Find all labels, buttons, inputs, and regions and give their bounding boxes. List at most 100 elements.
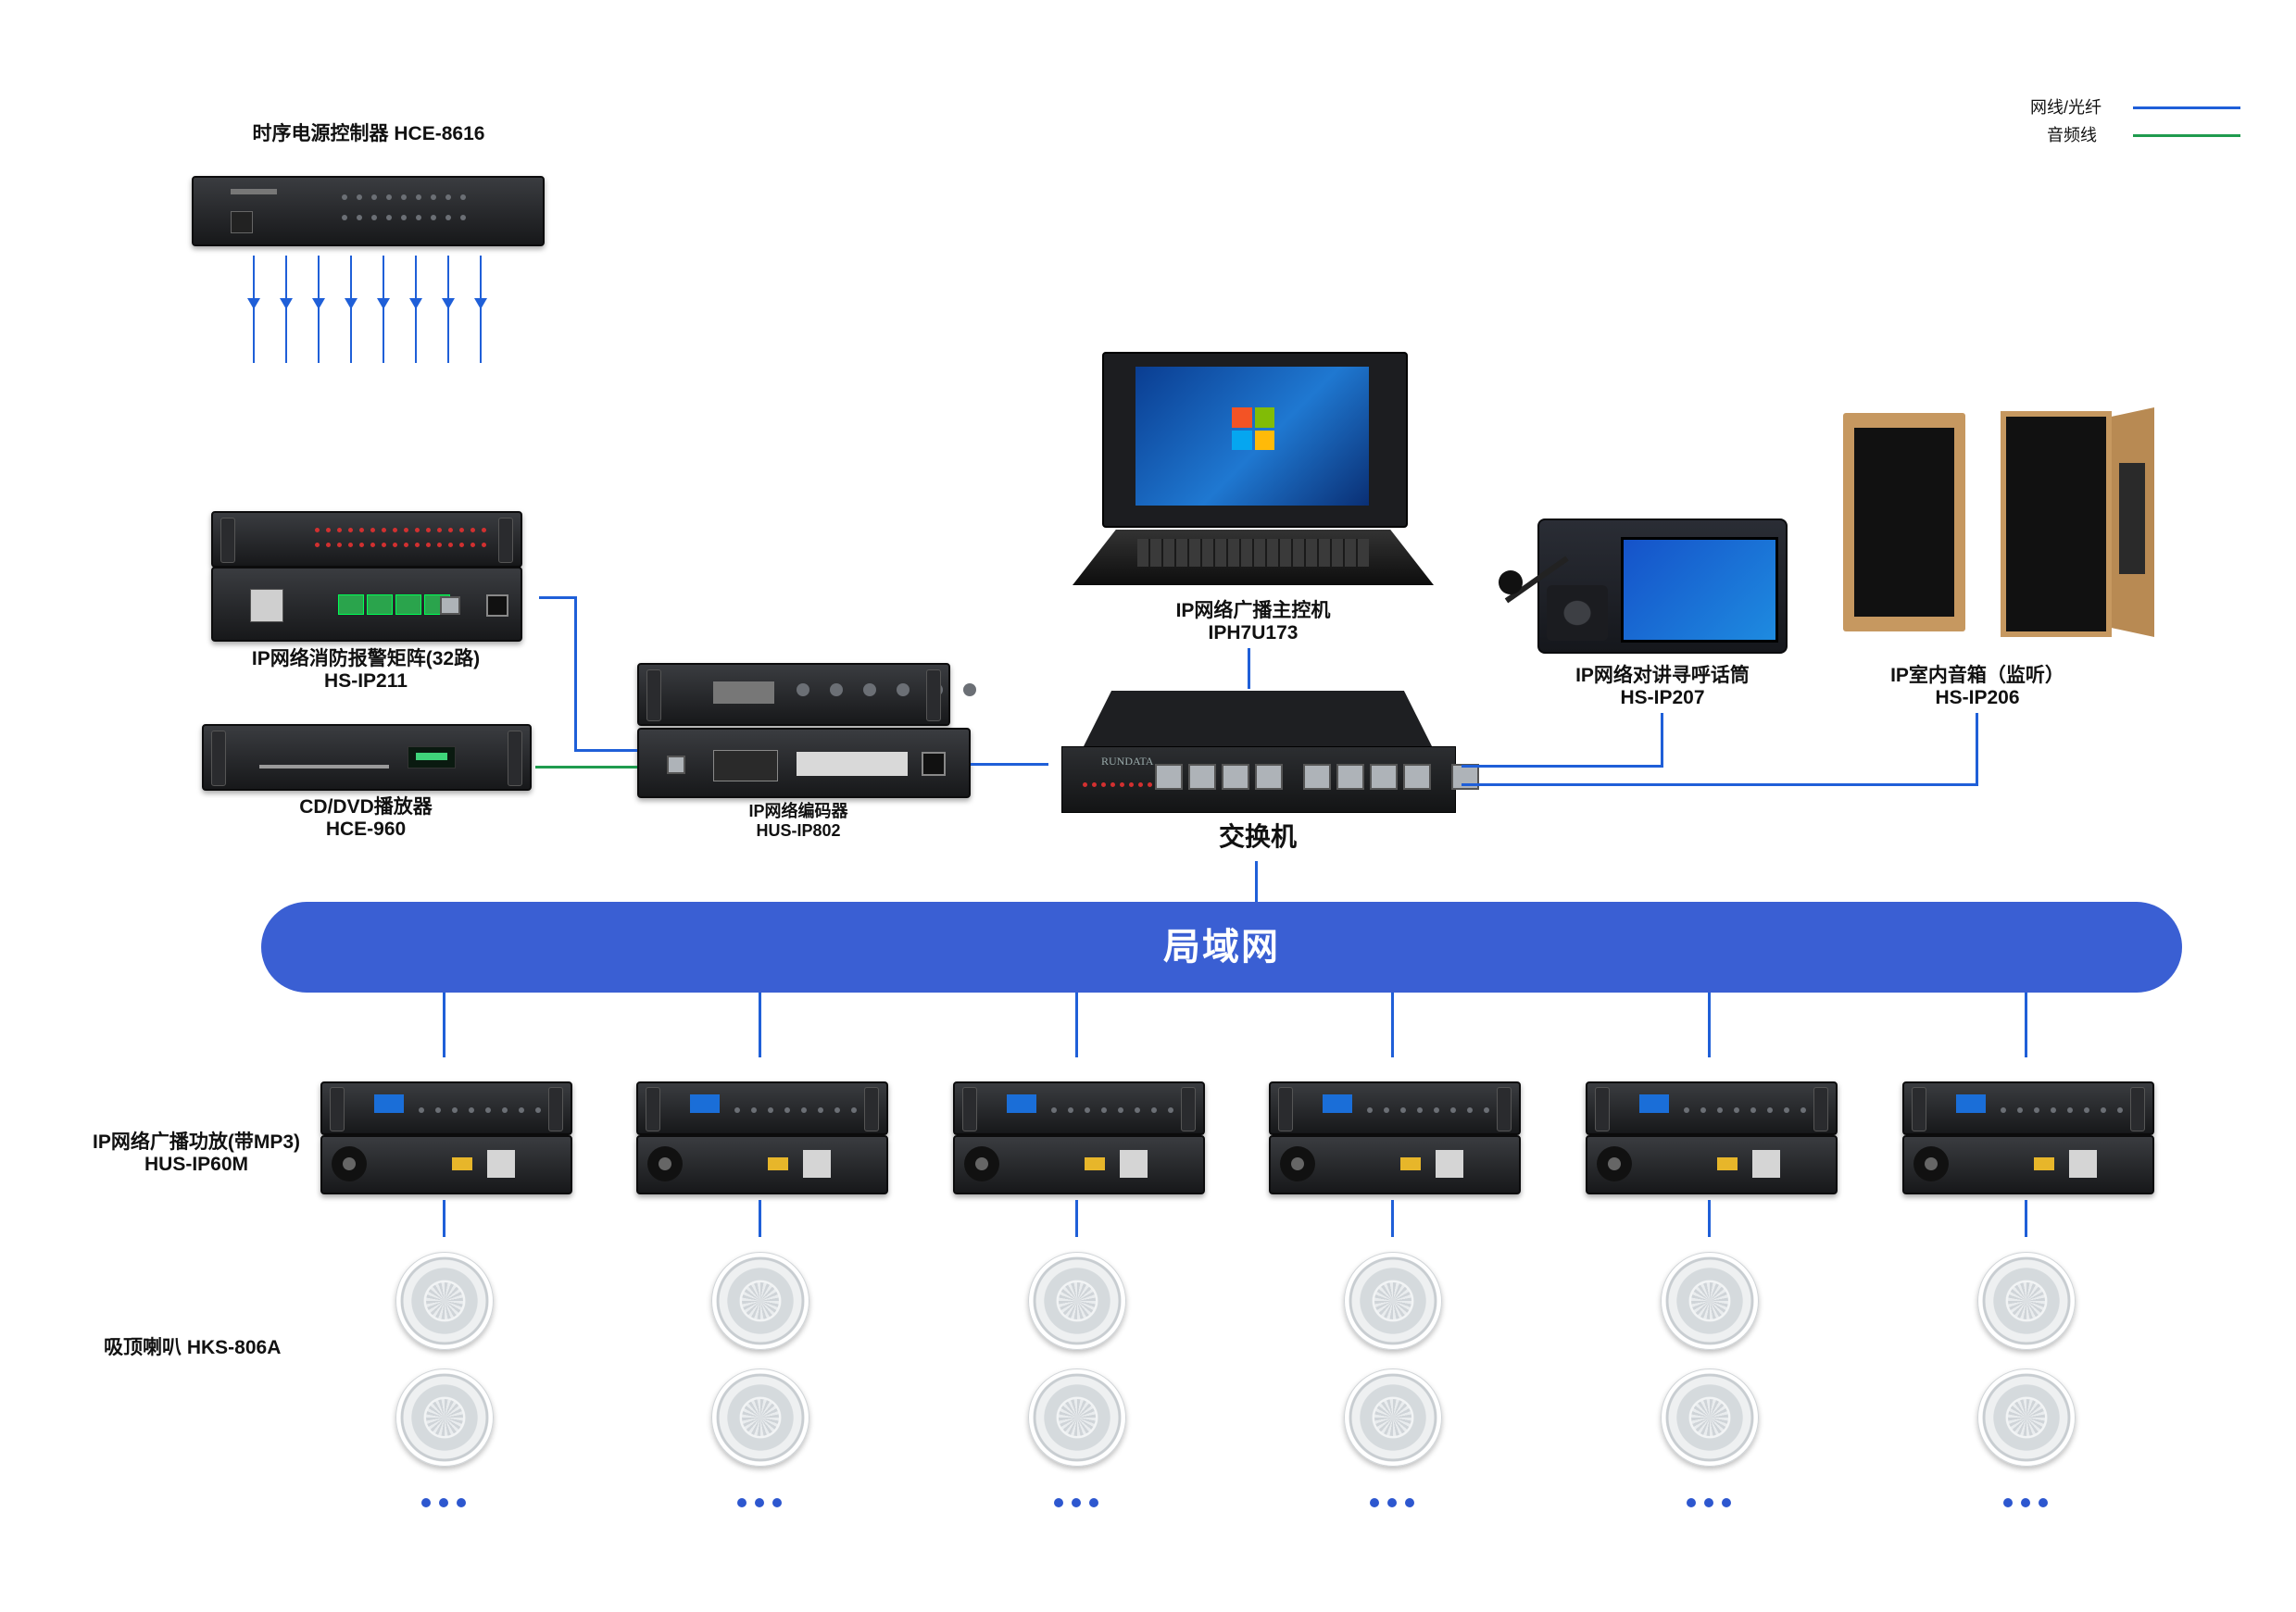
host-model: IPH7U173 xyxy=(1208,622,1299,644)
power-sequencer-label: 时序电源控制器 HCE-8616 xyxy=(252,123,485,144)
ceiling-speaker-2b xyxy=(711,1368,809,1467)
ethernet-port-icon xyxy=(1403,764,1431,790)
ellipsis-icon xyxy=(737,1498,782,1507)
ceiling-speaker-1a xyxy=(395,1252,494,1350)
indoor-speaker-right xyxy=(2001,407,2154,637)
down-arrow-icon xyxy=(377,256,390,363)
amplifier-name: IP网络广播功放(带MP3) xyxy=(92,1131,301,1153)
ceiling-speaker-6a xyxy=(1977,1252,2076,1350)
ellipsis-icon xyxy=(1687,1498,1731,1507)
down-arrow-icon xyxy=(409,256,422,363)
fire-matrix-model: HS-IP211 xyxy=(324,670,408,692)
wire-host-switch xyxy=(1248,648,1250,689)
wire-switch-lan xyxy=(1255,861,1258,902)
amplifier-rear-4 xyxy=(1269,1135,1521,1194)
ceiling-speaker-3b xyxy=(1028,1368,1126,1467)
fire-matrix-rear xyxy=(211,567,522,642)
encoder-model: HUS-IP802 xyxy=(756,821,841,840)
ethernet-port-icon xyxy=(1370,764,1398,790)
down-arrow-icon xyxy=(345,256,358,363)
wire-switch-intercom-h xyxy=(1462,765,1663,768)
wire-switch-speaker-h xyxy=(1462,783,1978,786)
ceiling-speaker-5a xyxy=(1661,1252,1759,1350)
amplifier-model: HUS-IP60M xyxy=(144,1154,249,1175)
ellipsis-icon xyxy=(2003,1498,2048,1507)
amplifier-front-2 xyxy=(636,1081,888,1135)
wire-lan-amp-2 xyxy=(759,993,761,1057)
wire-matrix-v xyxy=(574,596,577,752)
ethernet-port-icon xyxy=(1303,764,1331,790)
wire-encoder-switch xyxy=(971,763,1048,766)
wire-lan-amp-3 xyxy=(1075,993,1078,1057)
fire-matrix-front xyxy=(211,511,522,568)
ethernet-port-icon xyxy=(1336,764,1364,790)
amplifier-rear-2 xyxy=(636,1135,888,1194)
wire-switch-speaker-v xyxy=(1976,713,1978,786)
amplifier-rear-3 xyxy=(953,1135,1205,1194)
ethernet-port-icon xyxy=(1155,764,1183,790)
wire-lan-amp-5 xyxy=(1708,993,1711,1057)
switch-brand: RUNDATA xyxy=(1101,755,1154,768)
ceiling-speaker-4a xyxy=(1344,1252,1442,1350)
down-arrow-icon xyxy=(474,256,487,363)
wire-lan-amp-4 xyxy=(1391,993,1394,1057)
dvd-player-device xyxy=(202,724,532,791)
amplifier-rear-5 xyxy=(1586,1135,1838,1194)
ceiling-speaker-2a xyxy=(711,1252,809,1350)
windows-logo-icon xyxy=(1232,407,1274,450)
power-sequencer-device xyxy=(192,176,545,246)
fire-matrix-name: IP网络消防报警矩阵(32路) xyxy=(251,648,481,669)
wire-amp-speaker-3 xyxy=(1075,1200,1078,1237)
down-arrow-icon xyxy=(280,256,293,363)
wire-amp-speaker-6 xyxy=(2025,1200,2027,1237)
ceiling-speaker-1b xyxy=(395,1368,494,1467)
ceiling-speaker-5b xyxy=(1661,1368,1759,1467)
legend-label-audio: 音频线 xyxy=(2047,126,2097,144)
lan-bar: 局域网 xyxy=(261,902,2182,993)
wire-matrix-h2 xyxy=(574,749,637,752)
legend-label-network: 网线/光纤 xyxy=(2030,98,2102,117)
legend-line-audio xyxy=(2133,134,2240,137)
indoor-speaker-name: IP室内音箱（监听） xyxy=(1890,665,2064,686)
amplifier-front-4 xyxy=(1269,1081,1521,1135)
amplifier-front-6 xyxy=(1902,1081,2154,1135)
wire-amp-speaker-2 xyxy=(759,1200,761,1237)
host-name: IP网络广播主控机 xyxy=(1175,600,1331,621)
host-device xyxy=(1073,352,1434,594)
ellipsis-icon xyxy=(1370,1498,1414,1507)
indoor-speaker-model: HS-IP206 xyxy=(1935,687,2020,708)
down-arrow-icon xyxy=(442,256,455,363)
encoder-name: IP网络编码器 xyxy=(748,802,848,820)
indoor-speaker-left xyxy=(1843,413,1965,631)
ethernet-port-icon xyxy=(1222,764,1249,790)
wire-amp-speaker-5 xyxy=(1708,1200,1711,1237)
amplifier-front-1 xyxy=(320,1081,572,1135)
ethernet-port-icon xyxy=(1255,764,1283,790)
wire-matrix-h1 xyxy=(539,596,576,599)
lan-label: 局域网 xyxy=(1163,927,1280,968)
wire-amp-speaker-4 xyxy=(1391,1200,1394,1237)
intercom-name: IP网络对讲寻呼话筒 xyxy=(1575,665,1750,686)
ellipsis-icon xyxy=(1054,1498,1098,1507)
amplifier-front-3 xyxy=(953,1081,1205,1135)
encoder-front xyxy=(637,663,976,726)
dvd-player-name: CD/DVD播放器 xyxy=(299,796,433,818)
dvd-player-model: HCE-960 xyxy=(325,818,407,840)
ellipsis-icon xyxy=(421,1498,466,1507)
encoder-rear xyxy=(637,728,971,798)
down-arrow-icon xyxy=(312,256,325,363)
amplifier-rear-1 xyxy=(320,1135,572,1194)
intercom-device xyxy=(1493,515,1788,654)
ceiling-speaker-label: 吸顶喇叭 HKS-806A xyxy=(104,1337,282,1358)
wire-dvd-audio xyxy=(535,766,637,769)
wire-amp-speaker-1 xyxy=(443,1200,445,1237)
ethernet-port-icon xyxy=(1188,764,1216,790)
amplifier-rear-6 xyxy=(1902,1135,2154,1194)
wire-switch-intercom-v xyxy=(1661,713,1663,768)
legend-line-network xyxy=(2133,106,2240,109)
wire-lan-amp-6 xyxy=(2025,993,2027,1057)
amplifier-front-5 xyxy=(1586,1081,1838,1135)
down-arrow-icon xyxy=(247,256,260,363)
switch-device: RUNDATA xyxy=(1061,691,1479,815)
wire-lan-amp-1 xyxy=(443,993,445,1057)
